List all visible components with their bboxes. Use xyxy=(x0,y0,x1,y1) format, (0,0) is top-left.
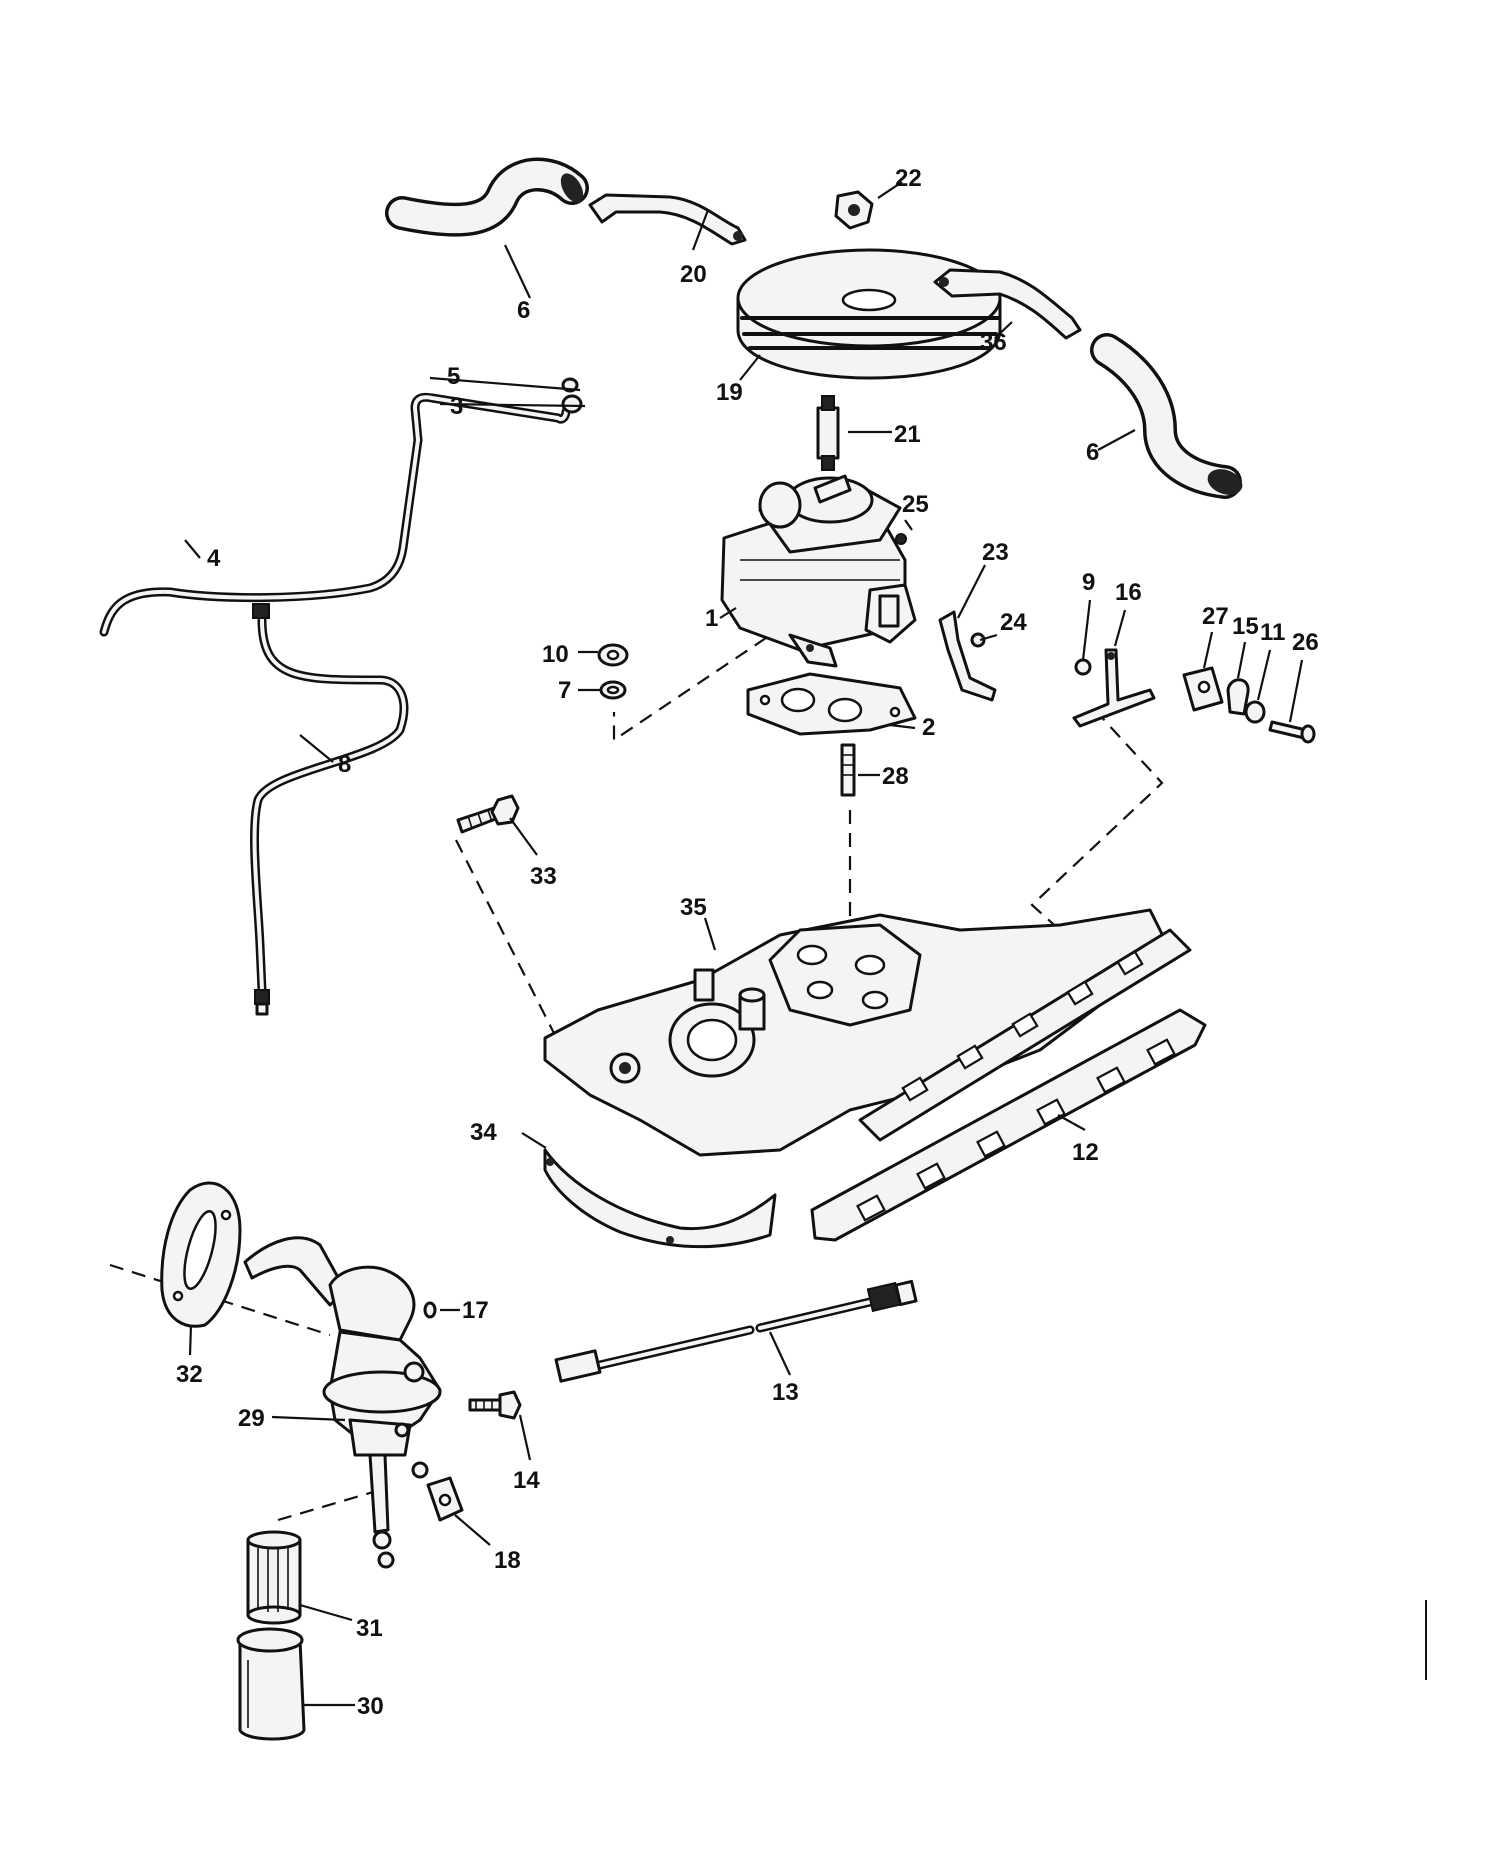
callout-3: 3 xyxy=(450,393,463,420)
bolt-33 xyxy=(456,794,520,834)
callout-9: 9 xyxy=(1082,569,1095,596)
intake-manifold-35 xyxy=(543,908,1192,1157)
nut-9 xyxy=(1074,658,1092,676)
callout-24: 24 xyxy=(1000,609,1027,636)
callout-6-left: 6 xyxy=(517,297,530,324)
callout-20: 20 xyxy=(680,261,707,288)
callout-25: 25 xyxy=(902,491,929,518)
callout-29: 29 xyxy=(238,1405,265,1432)
bolt-14 xyxy=(468,1390,522,1420)
callout-23: 23 xyxy=(982,539,1009,566)
callout-8: 8 xyxy=(338,751,351,778)
gasket-32 xyxy=(160,1181,242,1328)
stud-28 xyxy=(840,743,856,797)
callout-18: 18 xyxy=(494,1547,521,1574)
washer-7 xyxy=(599,680,627,700)
callout-6-right: 6 xyxy=(1086,439,1099,466)
lever-16 xyxy=(1072,648,1156,728)
callout-28: 28 xyxy=(882,763,909,790)
callout-16: 16 xyxy=(1115,579,1142,606)
nut-10 xyxy=(597,643,629,667)
callout-5: 5 xyxy=(447,363,460,390)
fuel-line-13 xyxy=(554,1279,918,1383)
callout-15: 15 xyxy=(1232,613,1259,640)
callout-32: 32 xyxy=(176,1361,203,1388)
plug-17 xyxy=(423,1301,437,1319)
bracket-36 xyxy=(933,268,1082,340)
screw-24 xyxy=(970,632,986,648)
callout-1: 1 xyxy=(705,605,718,632)
fuel-line-8 xyxy=(250,603,409,1016)
bracket-20 xyxy=(588,193,747,246)
flame-arrestor-19 xyxy=(736,248,1002,380)
callout-22: 22 xyxy=(895,165,922,192)
gasket-12 xyxy=(810,1008,1207,1242)
bracket-23 xyxy=(938,610,997,702)
callout-13: 13 xyxy=(772,1379,799,1406)
callout-17: 17 xyxy=(462,1297,489,1324)
callout-36: 36 xyxy=(980,329,1007,356)
callout-31: 31 xyxy=(356,1615,383,1642)
callout-35: 35 xyxy=(680,894,707,921)
callout-2: 2 xyxy=(922,714,935,741)
callout-34: 34 xyxy=(470,1119,497,1146)
washer-11 xyxy=(1244,700,1266,724)
callout-27: 27 xyxy=(1202,603,1229,630)
callout-11: 11 xyxy=(1260,619,1285,646)
callout-19: 19 xyxy=(716,379,743,406)
fitting-18 xyxy=(411,1461,464,1522)
callout-7: 7 xyxy=(558,677,571,704)
callout-4: 4 xyxy=(207,545,221,572)
screw-26 xyxy=(1268,720,1316,744)
filter-bowl-30 xyxy=(236,1627,306,1741)
callout-14: 14 xyxy=(513,1467,540,1494)
callout-12: 12 xyxy=(1072,1139,1099,1166)
carburetor-1 xyxy=(720,474,917,668)
nut-3 xyxy=(561,394,583,414)
filter-element-31 xyxy=(246,1530,302,1625)
callout-10: 10 xyxy=(542,641,569,668)
callout-30: 30 xyxy=(357,1693,384,1720)
screw-25 xyxy=(895,533,907,545)
callout-numbers: 1 2 3 4 5 6 6 7 8 9 10 11 12 13 14 15 16… xyxy=(176,165,1319,1720)
callout-33: 33 xyxy=(530,863,557,890)
stud-21 xyxy=(816,395,840,471)
leader-lines xyxy=(184,181,1304,1707)
gasket-2 xyxy=(746,672,917,736)
hose-6-right xyxy=(1090,333,1243,499)
fuel-pump-29 xyxy=(243,1236,442,1569)
fuel-line-4 xyxy=(99,392,575,637)
callout-21: 21 xyxy=(894,421,921,448)
gasket-34 xyxy=(543,1148,777,1249)
nut-22 xyxy=(834,190,874,230)
callout-26: 26 xyxy=(1292,629,1319,656)
clamp-27 xyxy=(1182,666,1224,712)
hose-6-left xyxy=(385,157,589,237)
